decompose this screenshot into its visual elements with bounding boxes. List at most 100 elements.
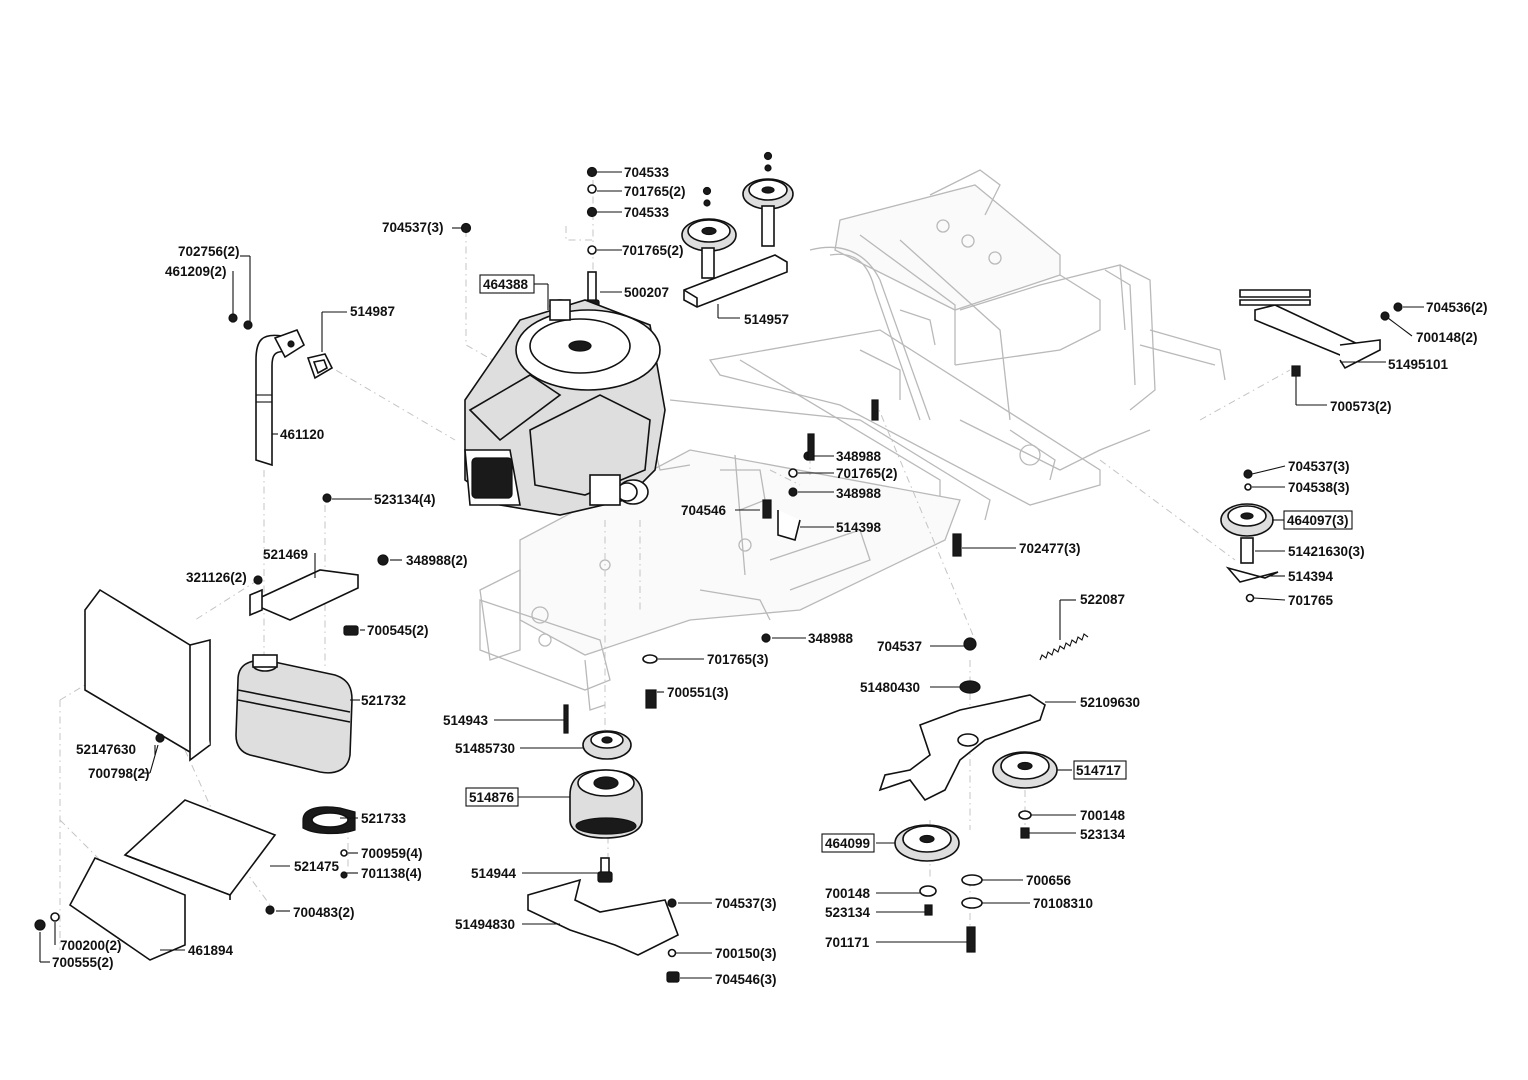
idler-bracket-51495101	[1239, 289, 1403, 377]
small-bolts-461209	[228, 313, 332, 503]
idler-pulley-top-b	[742, 151, 794, 247]
label-700656: 700656	[1026, 873, 1072, 888]
label-704538-3: 704538(3)	[1288, 480, 1350, 495]
label-701765: 701765	[1288, 593, 1334, 608]
assembly-lines	[59, 180, 1291, 950]
label-500207: 500207	[624, 285, 669, 300]
muffler-bracket-521469	[249, 554, 389, 636]
label-523134b: 523134	[825, 905, 871, 920]
label-boxes	[465, 274, 1353, 853]
label-464099: 464099	[825, 836, 870, 851]
label-700150-3: 700150(3)	[715, 946, 777, 961]
pulley-464099	[894, 824, 960, 916]
label-348988c: 348988	[808, 631, 854, 646]
label-701171: 701171	[825, 935, 870, 950]
part-number-labels: 704533 701765(2) 704533 701765(2) 500207…	[52, 165, 1488, 987]
lower-shield-521475	[123, 799, 277, 915]
label-348988a: 348988	[836, 449, 882, 464]
label-700483-2: 700483(2)	[293, 905, 355, 920]
label-700551-3: 700551(3)	[667, 685, 729, 700]
label-514944: 514944	[471, 866, 517, 881]
label-51485730: 51485730	[455, 741, 515, 756]
label-700148a: 700148	[1080, 808, 1126, 823]
label-704537-3c: 704537(3)	[1288, 459, 1350, 474]
label-51495101: 51495101	[1388, 357, 1449, 372]
label-464388: 464388	[483, 277, 529, 292]
label-514717: 514717	[1076, 763, 1121, 778]
clutch-514876	[569, 769, 643, 839]
pulley-51485730	[582, 730, 632, 760]
label-514957: 514957	[744, 312, 789, 327]
label-70108310: 70108310	[1033, 896, 1093, 911]
heat-guard-521733	[302, 806, 356, 879]
label-700798-2: 700798(2)	[88, 766, 150, 781]
label-704537: 704537	[877, 639, 922, 654]
leader-lines	[39, 171, 1424, 979]
label-514943: 514943	[443, 713, 489, 728]
label-700545-2: 700545(2)	[367, 623, 429, 638]
label-704546-3: 704546(3)	[715, 972, 777, 987]
label-702756-2: 702756(2)	[178, 244, 240, 259]
label-521469: 521469	[263, 547, 308, 562]
bracket-51494830	[527, 878, 680, 983]
exhaust-pipe-461120	[255, 328, 306, 467]
heat-shield-52147630	[84, 588, 211, 762]
label-521732: 521732	[361, 693, 406, 708]
label-700200-2: 700200(2)	[60, 938, 122, 953]
label-700573-2: 700573(2)	[1330, 399, 1392, 414]
label-348988b: 348988	[836, 486, 882, 501]
label-704533b: 704533	[624, 205, 670, 220]
label-700148b: 700148	[825, 886, 871, 901]
label-701138-4: 701138(4)	[361, 866, 422, 881]
label-52147630: 52147630	[76, 742, 136, 757]
lower-shield-461894	[34, 856, 186, 961]
label-522087: 522087	[1080, 592, 1125, 607]
label-700148-2: 700148(2)	[1416, 330, 1478, 345]
label-461209-2: 461209(2)	[165, 264, 227, 279]
label-461120: 461120	[280, 427, 324, 442]
label-701765-2a: 701765(2)	[624, 184, 686, 199]
label-704537-3a: 704537(3)	[382, 220, 444, 235]
idler-pulley-464097	[1220, 469, 1279, 603]
label-700959-4: 700959(4)	[361, 846, 423, 861]
gasket-514987	[306, 353, 334, 380]
idler-arm-52109630	[878, 694, 1046, 802]
label-523134a: 523134	[1080, 827, 1126, 842]
label-514394: 514394	[1288, 569, 1334, 584]
label-521475: 521475	[294, 859, 340, 874]
label-514398: 514398	[836, 520, 882, 535]
label-51480430: 51480430	[860, 680, 920, 695]
label-348988-2: 348988(2)	[406, 553, 468, 568]
label-704546: 704546	[681, 503, 727, 518]
bracket-514957	[683, 254, 788, 308]
label-704537-3b: 704537(3)	[715, 896, 777, 911]
label-51421630-3: 51421630(3)	[1288, 544, 1365, 559]
label-514876: 514876	[469, 790, 515, 805]
bushing-51480430	[959, 637, 981, 694]
label-701765-2b: 701765(2)	[622, 243, 684, 258]
pin-514943	[563, 704, 569, 734]
label-701765-3: 701765(3)	[707, 652, 769, 667]
label-704533a: 704533	[624, 165, 670, 180]
spring-522087	[1039, 633, 1089, 661]
small-hardware-center	[642, 399, 962, 709]
label-321126-2: 321126(2)	[186, 570, 247, 585]
label-521733: 521733	[361, 811, 407, 826]
muffler-521732	[235, 654, 353, 774]
label-461894: 461894	[188, 943, 234, 958]
washers-right	[961, 874, 983, 953]
engine-464388	[464, 299, 666, 516]
idler-pulley-top-a	[681, 186, 737, 279]
label-51494830: 51494830	[455, 917, 515, 932]
label-704536-2: 704536(2)	[1426, 300, 1488, 315]
label-514987: 514987	[350, 304, 395, 319]
label-523134-4: 523134(4)	[374, 492, 436, 507]
label-702477-3: 702477(3)	[1019, 541, 1081, 556]
bolt-514944	[597, 857, 613, 883]
label-700555-2: 700555(2)	[52, 955, 114, 970]
label-701765-2c: 701765(2)	[836, 466, 898, 481]
label-52109630: 52109630	[1080, 695, 1140, 710]
label-464097-3: 464097(3)	[1287, 513, 1349, 528]
